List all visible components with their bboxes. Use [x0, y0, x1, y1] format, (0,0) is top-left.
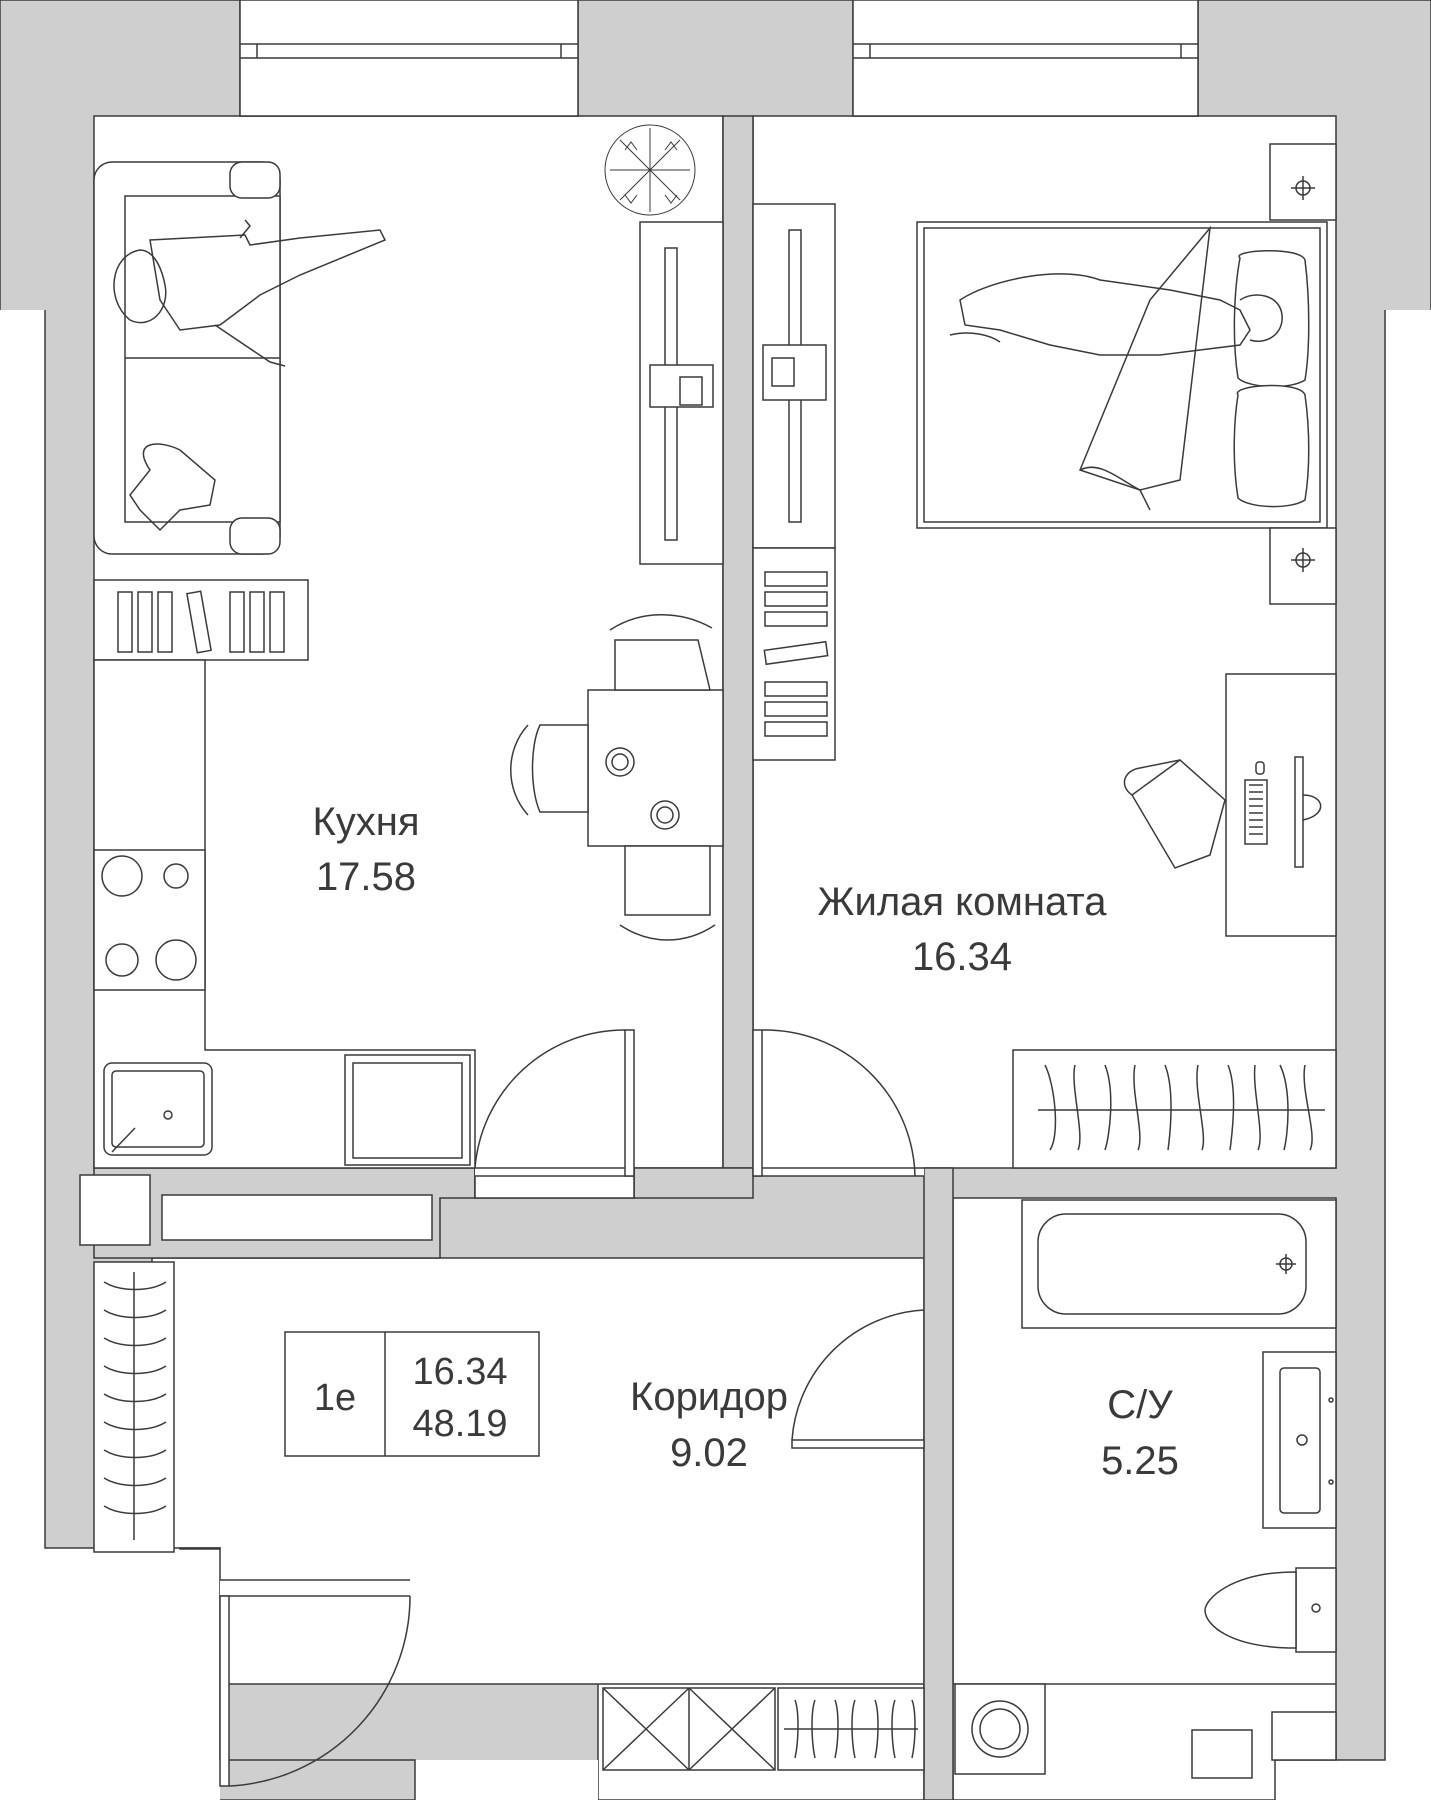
room-name-kitchen: Кухня: [312, 800, 419, 844]
wardrobe-icon: [93, 1261, 175, 1553]
unit-living-area: 16.34: [412, 1351, 507, 1393]
tv-stand-icon: [639, 221, 724, 565]
window-icon: [852, 0, 1199, 117]
window-icon: [239, 0, 579, 117]
door-icon: [752, 1029, 924, 1177]
shoe-cabinet: [602, 1687, 776, 1771]
chair-icon: [510, 724, 589, 816]
room-area-kitchen: 17.58: [316, 855, 416, 899]
room-area-corridor: 9.02: [670, 1431, 748, 1475]
bookshelf-icon: [93, 579, 309, 661]
washbasin-icon: [1262, 1351, 1337, 1529]
nightstand-icon: [1269, 143, 1337, 221]
unit-info: 1е 16.34 48.19: [284, 1331, 540, 1457]
unit-total-area: 48.19: [412, 1403, 507, 1445]
person-icon: [949, 273, 1283, 356]
bathtub-icon: [1021, 1199, 1337, 1329]
tv-stand-icon: [752, 203, 836, 549]
built-in-shelf: [79, 1174, 433, 1246]
bookshelf-icon: [752, 547, 836, 761]
monitor-icon: [1244, 756, 1322, 868]
chair-icon: [609, 614, 713, 691]
vent-box: [1191, 1711, 1337, 1779]
room-area-bathroom: 5.25: [1101, 1439, 1179, 1483]
counter: [93, 659, 476, 1169]
pillow-icon: [1233, 250, 1310, 508]
chair-icon: [1123, 759, 1226, 869]
wardrobe-icon: [777, 1687, 925, 1771]
plant-icon: [604, 124, 696, 216]
desk-icon: [1225, 673, 1337, 937]
sofa-icon: [93, 161, 281, 555]
toilet-icon: [1204, 1567, 1337, 1653]
stove-icon: [93, 849, 206, 991]
door-icon: [791, 1309, 925, 1449]
nightstand-icon: [1269, 527, 1337, 605]
chair-icon: [619, 845, 716, 941]
person-icon: [113, 219, 387, 532]
room-name-bathroom: С/У: [1107, 1383, 1173, 1427]
washing-machine-icon: [954, 1683, 1046, 1775]
entrance-door-icon: [219, 1579, 411, 1787]
door-icon: [474, 1029, 635, 1177]
room-name-living: Жилая комната: [818, 880, 1108, 924]
room-name-corridor: Коридор: [630, 1375, 788, 1419]
appliance: [344, 1054, 471, 1166]
unit-type: 1е: [314, 1377, 356, 1419]
dining-table-icon: [587, 689, 724, 847]
room-area-living: 16.34: [912, 935, 1012, 979]
sink-icon: [103, 1062, 213, 1156]
wardrobe-icon: [1012, 1049, 1337, 1169]
